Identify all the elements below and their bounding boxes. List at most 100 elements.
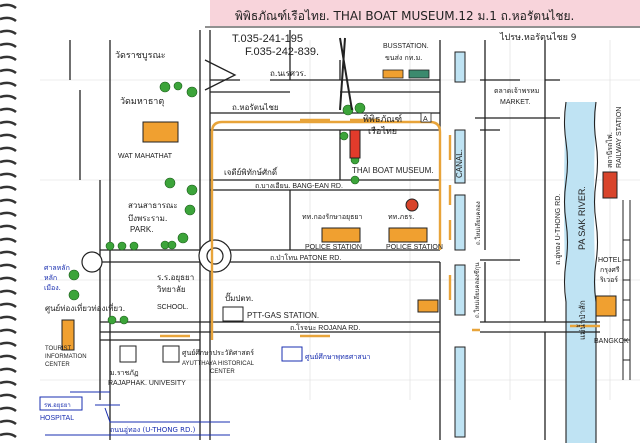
- market-label: MARKET.: [500, 99, 530, 106]
- chikun-road-label-1: ถ.ใหม่เลียบคลอง: [474, 201, 482, 245]
- spiral-ring: [0, 406, 17, 413]
- wat-mahathat-label: WAT MAHATHAT: [118, 153, 173, 160]
- u-thong-road-east-label: ถ.อู่ทอง U-THONG RD.: [555, 194, 562, 265]
- spiral-ring: [0, 328, 17, 335]
- park-thai-label-1: สวนสาธารณะ: [128, 201, 178, 210]
- bus-icon-2: [408, 69, 430, 79]
- bang-ean-road-label: ถ.บางเอียน. BANG-EAN RD.: [255, 182, 343, 190]
- hospital-route: [45, 391, 230, 436]
- bus-station-thai-label: ขนส่ง กท.ม.: [385, 54, 422, 62]
- historical-center-label-1: AYUTTHAYA HISTORICAL: [182, 361, 255, 367]
- university-thai-label: ม.ราชภัฏ: [110, 369, 139, 377]
- gas-station-label: PTT-GAS STATION.: [247, 311, 319, 320]
- museum-building: [349, 129, 361, 159]
- university-building-1: [119, 345, 137, 363]
- bangkok-label: BANGKOK: [594, 338, 629, 345]
- spiral-ring: [0, 237, 17, 244]
- spiral-ring: [0, 198, 17, 205]
- spiral-ring: [0, 133, 17, 140]
- u-thong-road-south-label: ถนนอู่ทอง (U-THONG RD.): [110, 426, 196, 434]
- railway-label: RAILWAY STATION: [616, 107, 623, 168]
- city-pillar-label-3: เมือง.: [44, 284, 61, 292]
- buildings: [39, 69, 618, 411]
- spiral-ring: [0, 42, 17, 49]
- police-station-icon: [405, 198, 419, 212]
- hotel-building: [595, 295, 617, 317]
- gas-station-thai-label: ปั๊มปตท.: [225, 292, 253, 303]
- canal-label: CANAL.: [455, 149, 464, 178]
- hotel-thai-label-2: ริเวอร์: [600, 276, 619, 284]
- spiral-ring: [0, 263, 17, 270]
- railway-thai-label: สถานีรถไฟ.: [605, 132, 614, 168]
- spiral-ring: [0, 315, 17, 322]
- header-band: [210, 0, 640, 26]
- spiral-ring: [0, 55, 17, 62]
- chedi-label: เจดีย์พิทักษ์ศักดิ์: [224, 166, 279, 177]
- hotel-label: HOTEL: [598, 257, 621, 264]
- hospital-box: [39, 396, 83, 411]
- police-label-1: POLICE STATION: [305, 244, 362, 251]
- study-center-building: [281, 346, 303, 362]
- historical-center-thai-label: ศูนย์ศึกษาประวัติศาสตร์: [182, 348, 254, 357]
- header-title: พิพิธภัณฑ์เรือไทย. THAI BOAT MUSEUM.12 ม…: [235, 9, 574, 23]
- wat-mahathat-building: [142, 121, 179, 143]
- police-station-2: [388, 227, 428, 243]
- spiral-ring: [0, 146, 17, 153]
- school-label: SCHOOL.: [157, 304, 189, 311]
- spiral-ring: [0, 302, 17, 309]
- spiral-ring: [0, 432, 17, 439]
- spiral-ring: [0, 250, 17, 257]
- pa-sak-river: [564, 102, 596, 443]
- spiral-ring: [0, 81, 17, 88]
- canal: [454, 51, 466, 83]
- naresuan-road-label: ถ.นเรศวร.: [270, 69, 306, 78]
- study-center-label: ศูนย์ศึกษาพุทธศาสนา: [305, 352, 370, 361]
- spiral-ring: [0, 172, 17, 179]
- tourist-label-3: CENTER: [45, 362, 70, 368]
- river-thai-label: แม่น้ำป่าสัก: [576, 300, 587, 340]
- phone-number: T.035-241-195: [232, 33, 303, 45]
- one-way-arrows: [160, 118, 600, 340]
- spiral-ring: [0, 393, 17, 400]
- fax-number: F.035-242-839.: [245, 46, 319, 58]
- spiral-ring: [0, 211, 17, 218]
- school-thai-label-1: ร.ร.อยุธยา: [157, 273, 194, 282]
- postal-address: ไปรษ.หอรัตนไชย 9: [499, 32, 577, 43]
- park-label: PARK.: [130, 225, 153, 234]
- tourist-label-2: INFORMATION: [45, 354, 87, 360]
- spiral-ring: [0, 159, 17, 166]
- spiral-ring: [0, 120, 17, 127]
- spiral-ring: [0, 354, 17, 361]
- wat-ratchaburana-label: วัดราชบูรณะ: [115, 51, 166, 61]
- spiral-ring: [0, 68, 17, 75]
- bus-station-label: BUSSTATION.: [383, 43, 429, 50]
- police-station-1: [321, 227, 361, 243]
- rojana-road-label: ถ.โรจนะ ROJANA RD.: [290, 323, 360, 332]
- spiral-ring: [0, 341, 17, 348]
- hospital-thai-label: รพ.อยุธยา: [44, 402, 71, 409]
- museum-thai-label-2: เรือไทย: [368, 126, 397, 137]
- city-pillar-label-2: หลัก: [44, 274, 57, 282]
- small-roundabout: [81, 251, 103, 273]
- chikun-road-label-2: ถ.ใหม่เลียบคลองชีกุน: [473, 263, 481, 318]
- museum-badge: A: [423, 116, 428, 123]
- police-thai-label-2: ทท.ภธร.: [388, 213, 414, 221]
- spiral-ring: [0, 367, 17, 374]
- spiral-ring: [0, 29, 17, 36]
- spiral-ring: [0, 16, 17, 23]
- school-thai-label-2: วิทยาลัย: [156, 285, 185, 294]
- museum-pointer: [339, 37, 353, 111]
- market-thai-label: ตลาดเจ้าพรหม: [494, 87, 539, 95]
- tourist-label-1: TOURIST: [45, 346, 72, 352]
- university-building-2: [162, 345, 180, 363]
- spiral-ring: [0, 185, 17, 192]
- spiral-binding: [0, 3, 17, 439]
- spiral-ring: [0, 107, 17, 114]
- historical-center-label-2: CENTER: [210, 369, 235, 375]
- spiral-ring: [0, 380, 17, 387]
- tourist-info-building: [61, 319, 75, 351]
- building-south: [417, 299, 439, 313]
- park-thai-label-2: บึงพระราม.: [128, 214, 167, 223]
- hospital-label: HOSPITAL: [40, 415, 74, 422]
